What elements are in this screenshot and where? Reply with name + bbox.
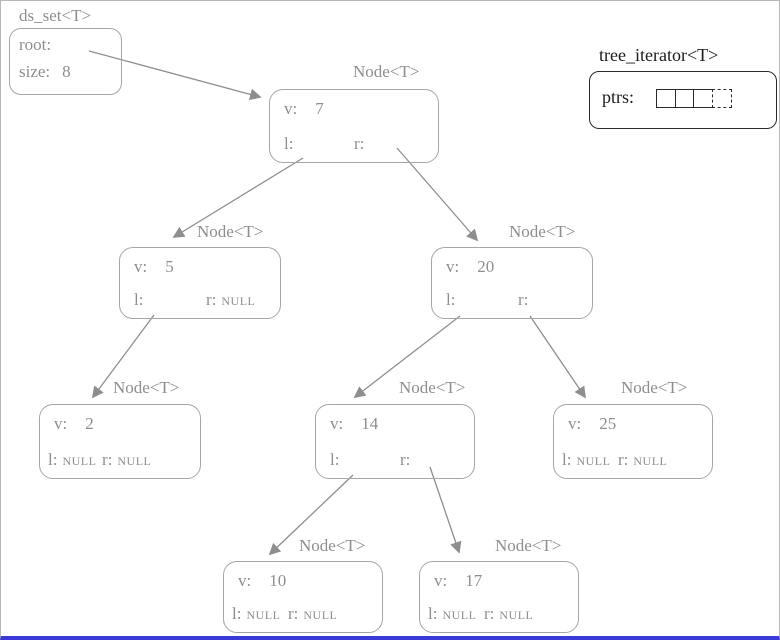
root-pointer-label: root:	[19, 35, 52, 54]
r-value: NULL	[633, 454, 668, 468]
v-label: v:	[434, 571, 448, 590]
ptrs-label: ptrs:	[602, 87, 635, 107]
v-value: 7	[315, 99, 324, 118]
node-2-title: Node<T>	[113, 378, 180, 397]
right-pointer: r:	[518, 290, 533, 310]
left-pointer: l: NULL	[232, 604, 280, 624]
l-value: NULL	[576, 454, 611, 468]
left-pointer: l:	[330, 450, 344, 470]
node-7-title: Node<T>	[353, 62, 420, 81]
tree-node-7: v: 7 l: r:	[269, 89, 439, 163]
node-10-title: Node<T>	[299, 536, 366, 555]
v-label: v:	[134, 257, 148, 276]
tree-node-10: v: 10 l: NULL r: NULL	[223, 561, 383, 633]
node-5-title: Node<T>	[197, 222, 264, 241]
l-label: l:	[562, 450, 572, 469]
tree-iterator-title: tree_iterator<T>	[599, 45, 719, 65]
size-field: size: 8	[19, 62, 71, 82]
right-pointer: r:	[400, 450, 415, 470]
node-17-title: Node<T>	[495, 536, 562, 555]
v-label: v:	[330, 414, 344, 433]
node-25-title: Node<T>	[621, 378, 688, 397]
l-value: NULL	[442, 608, 477, 622]
v-label: v:	[446, 257, 460, 276]
tree-node-20: v: 20 l: r:	[431, 247, 593, 319]
v-value: 20	[477, 257, 495, 276]
l-label: l:	[134, 290, 144, 309]
size-label: size:	[19, 62, 51, 81]
ptr-cell-3	[693, 89, 714, 108]
r-label: r:	[206, 290, 217, 309]
l-value: NULL	[246, 608, 281, 622]
right-pointer: r: NULL	[288, 604, 337, 624]
tree-node-17: v: 17 l: NULL r: NULL	[419, 561, 579, 633]
r-label: r:	[102, 450, 113, 469]
l-label: l:	[330, 450, 340, 469]
v-row: v: 14	[330, 414, 378, 434]
ds-set-title: ds_set<T>	[19, 6, 92, 25]
r-label: r:	[484, 604, 495, 623]
v-value: 17	[465, 571, 483, 590]
v-row: v: 25	[568, 414, 616, 434]
right-pointer: r: NULL	[102, 450, 151, 470]
left-pointer: l: NULL	[48, 450, 96, 470]
r-label: r:	[400, 450, 411, 469]
node-14-title: Node<T>	[399, 378, 466, 397]
left-pointer: l: NULL	[428, 604, 476, 624]
v-row: v: 5	[134, 257, 174, 277]
r-label: r:	[518, 290, 529, 309]
r-value: NULL	[117, 454, 152, 468]
tree-node-14: v: 14 l: r:	[315, 404, 475, 479]
v-row: v: 7	[284, 99, 324, 119]
l-label: l:	[428, 604, 438, 623]
v-value: 25	[599, 414, 617, 433]
l-label: l:	[284, 134, 294, 153]
edge-14-right-to-25	[529, 315, 586, 399]
right-pointer: r: NULL	[618, 450, 667, 470]
r-value: NULL	[303, 608, 338, 622]
v-label: v:	[284, 99, 298, 118]
v-value: 2	[85, 414, 94, 433]
left-pointer: l:	[134, 290, 148, 310]
tree-iterator-box: ptrs:	[589, 71, 777, 129]
ptr-cell-1	[656, 89, 676, 108]
left-pointer: l: NULL	[562, 450, 610, 470]
size-value: 8	[62, 62, 71, 81]
r-value: NULL	[499, 608, 534, 622]
l-value: NULL	[62, 454, 97, 468]
ptr-cell-4-dashed	[712, 89, 733, 108]
ptrs-array	[656, 89, 733, 108]
v-value: 10	[269, 571, 287, 590]
v-row: v: 17	[434, 571, 482, 591]
v-label: v:	[54, 414, 68, 433]
tree-node-5: v: 5 l: r: NULL	[119, 247, 281, 319]
v-value: 5	[165, 257, 174, 276]
ds-set-box: root: size: 8	[9, 28, 122, 95]
right-pointer: r:	[354, 134, 369, 154]
r-label: r:	[354, 134, 365, 153]
v-value: 14	[361, 414, 379, 433]
v-row: v: 2	[54, 414, 94, 434]
l-label: l:	[232, 604, 242, 623]
v-row: v: 10	[238, 571, 286, 591]
right-pointer: r: NULL	[206, 290, 255, 310]
edge-14-right-to-17	[429, 466, 462, 554]
r-label: r:	[618, 450, 629, 469]
left-pointer: l:	[284, 134, 298, 154]
r-label: r:	[288, 604, 299, 623]
v-label: v:	[568, 414, 582, 433]
left-pointer: l:	[446, 290, 460, 310]
ptr-cell-2	[674, 89, 695, 108]
right-pointer: r: NULL	[484, 604, 533, 624]
r-value: NULL	[221, 294, 256, 308]
l-label: l:	[446, 290, 456, 309]
tree-node-25: v: 25 l: NULL r: NULL	[553, 404, 713, 479]
v-row: v: 20	[446, 257, 494, 277]
tree-node-2: v: 2 l: NULL r: NULL	[39, 404, 201, 479]
node-20-title: Node<T>	[509, 222, 576, 241]
l-label: l:	[48, 450, 58, 469]
v-label: v:	[238, 571, 252, 590]
